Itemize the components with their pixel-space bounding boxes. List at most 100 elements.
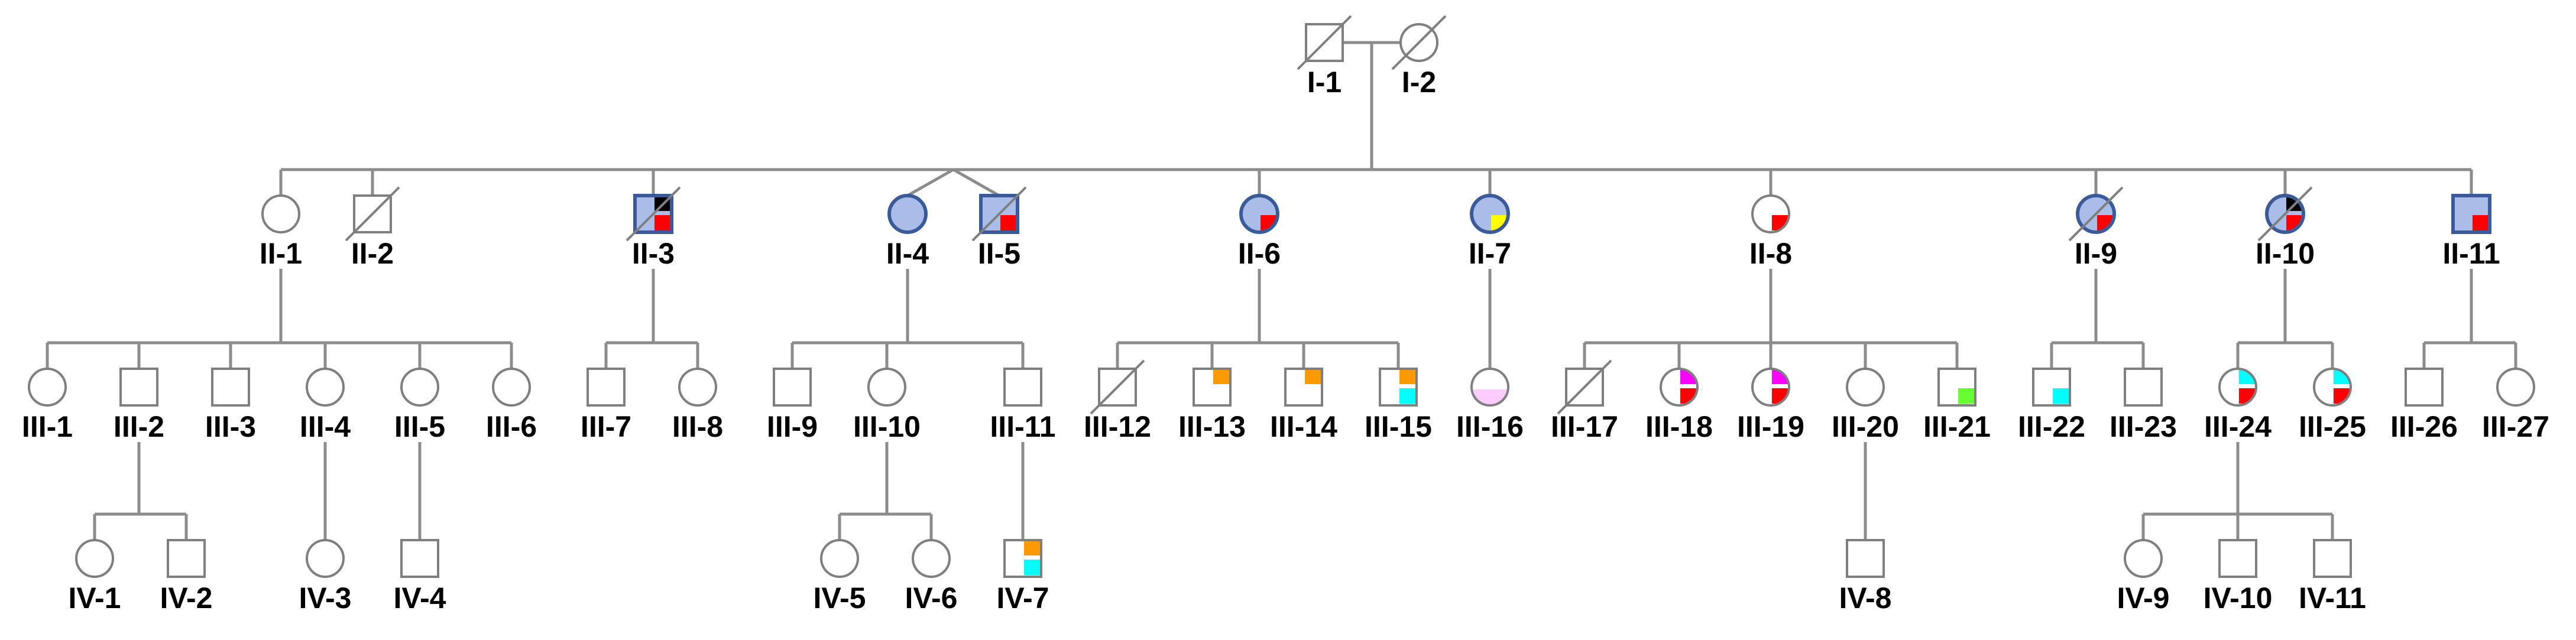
- symbol-outline: [1098, 368, 1137, 407]
- symbol-outline: [2313, 539, 2352, 578]
- symbol-outline: [167, 539, 206, 578]
- individual-label: III-1: [22, 410, 73, 443]
- individual-III-21: [1937, 368, 1976, 407]
- symbol-outline: [306, 368, 345, 407]
- deceased-slash: [971, 186, 1027, 242]
- individual-III-25: [2313, 368, 2352, 407]
- individual-II-5: [971, 186, 1027, 242]
- female-circle-symbol: [869, 369, 905, 405]
- individual-I-1: [1297, 15, 1352, 70]
- female-circle-symbol: [401, 369, 438, 405]
- individual-label: III-5: [394, 410, 445, 443]
- symbol-outline: [1003, 368, 1042, 407]
- individual-IV-8: [1846, 539, 1885, 578]
- individual-IV-11: [2313, 539, 2352, 578]
- symbol-outline: [2124, 539, 2163, 578]
- female-circle-symbol: [307, 540, 344, 577]
- symbol-outline: [2218, 368, 2257, 407]
- symbol-outline: [2313, 368, 2352, 407]
- individual-label: III-9: [767, 410, 818, 443]
- individual-label: II-7: [1469, 237, 1511, 270]
- individual-IV-1: [75, 539, 114, 578]
- individual-IV-3: [306, 539, 345, 578]
- individual-label: II-11: [2442, 237, 2500, 270]
- symbol-outline: [1305, 23, 1344, 62]
- orange-mark: [1399, 369, 1417, 385]
- symbol-outline: [1239, 194, 1279, 234]
- individual-label: IV-11: [2299, 581, 2366, 615]
- individual-IV-5: [820, 539, 859, 578]
- red-mark: [654, 215, 672, 231]
- symbol-outline: [2218, 539, 2257, 578]
- individual-label: II-9: [2075, 237, 2117, 270]
- deceased-slash: [626, 186, 681, 242]
- symbol-outline: [633, 194, 673, 234]
- female-circle-symbol: [889, 196, 926, 232]
- female-circle-symbol: [29, 369, 66, 405]
- individual-III-1: [28, 368, 67, 407]
- individual-II-4: [887, 194, 928, 234]
- individual-label: II-5: [978, 237, 1020, 270]
- cyan-mark: [1024, 560, 1041, 576]
- individual-label: III-26: [2390, 410, 2458, 443]
- symbol-outline: [28, 368, 67, 407]
- individual-label: III-6: [486, 410, 537, 443]
- symbol-outline: [1751, 194, 1790, 233]
- individual-II-3: [626, 186, 681, 242]
- symbol-outline: [2124, 368, 2163, 407]
- individual-label: III-21: [1923, 410, 1991, 443]
- symbol-outline: [492, 368, 531, 407]
- red-mark: [1000, 215, 1018, 231]
- cyan-mark: [2053, 388, 2070, 404]
- symbol-outline: [119, 368, 158, 407]
- individual-III-14: [1284, 368, 1323, 407]
- individual-label: III-24: [2204, 410, 2272, 443]
- symbol-outline: [678, 368, 717, 407]
- symbol-outline: [400, 539, 439, 578]
- symbol-outline: [2496, 368, 2535, 407]
- symbol-outline: [400, 368, 439, 407]
- symbol-outline: [587, 368, 626, 407]
- female-circle-symbol: [76, 540, 113, 577]
- male-square-symbol: [588, 369, 624, 405]
- individual-IV-10: [2218, 539, 2257, 578]
- male-square-symbol: [168, 540, 205, 577]
- symbol-outline: [75, 539, 114, 578]
- deceased-slash: [2257, 186, 2313, 242]
- deceased-slash: [1557, 359, 1612, 415]
- symbol-outline: [2032, 368, 2071, 407]
- symbol-outline: [1660, 368, 1699, 407]
- symbol-outline: [773, 368, 812, 407]
- individual-III-7: [587, 368, 626, 407]
- male-square-symbol: [2219, 540, 2256, 577]
- symbol-outline: [912, 539, 951, 578]
- symbol-outline: [820, 539, 859, 578]
- female-circle-symbol: [1847, 369, 1884, 405]
- individual-label: III-14: [1270, 410, 1337, 443]
- symbol-outline: [1399, 23, 1438, 62]
- individual-III-27: [2496, 368, 2535, 407]
- individual-label: III-4: [300, 410, 351, 443]
- male-square-symbol: [1847, 540, 1884, 577]
- female-circle-symbol: [307, 369, 344, 405]
- symbol-outline: [1846, 539, 1885, 578]
- individual-III-15: [1379, 368, 1418, 407]
- individual-label: IV-8: [1839, 581, 1892, 615]
- female-circle-symbol: [263, 196, 299, 232]
- deceased-slash: [1090, 359, 1145, 415]
- individual-label: IV-4: [394, 581, 446, 615]
- individual-III-17: [1557, 359, 1612, 415]
- individual-IV-4: [400, 539, 439, 578]
- symbol-outline: [979, 194, 1019, 234]
- individual-II-7: [1470, 194, 1510, 234]
- individual-III-4: [306, 368, 345, 407]
- individual-III-18: [1660, 368, 1699, 407]
- symbol-outline: [1284, 368, 1323, 407]
- individual-label: II-10: [2256, 237, 2315, 270]
- individual-label: II-1: [260, 237, 302, 270]
- individual-label: III-10: [853, 410, 921, 443]
- male-square-symbol: [2314, 540, 2351, 577]
- individual-IV-2: [167, 539, 206, 578]
- green-mark: [1958, 388, 1975, 404]
- individual-III-23: [2124, 368, 2163, 407]
